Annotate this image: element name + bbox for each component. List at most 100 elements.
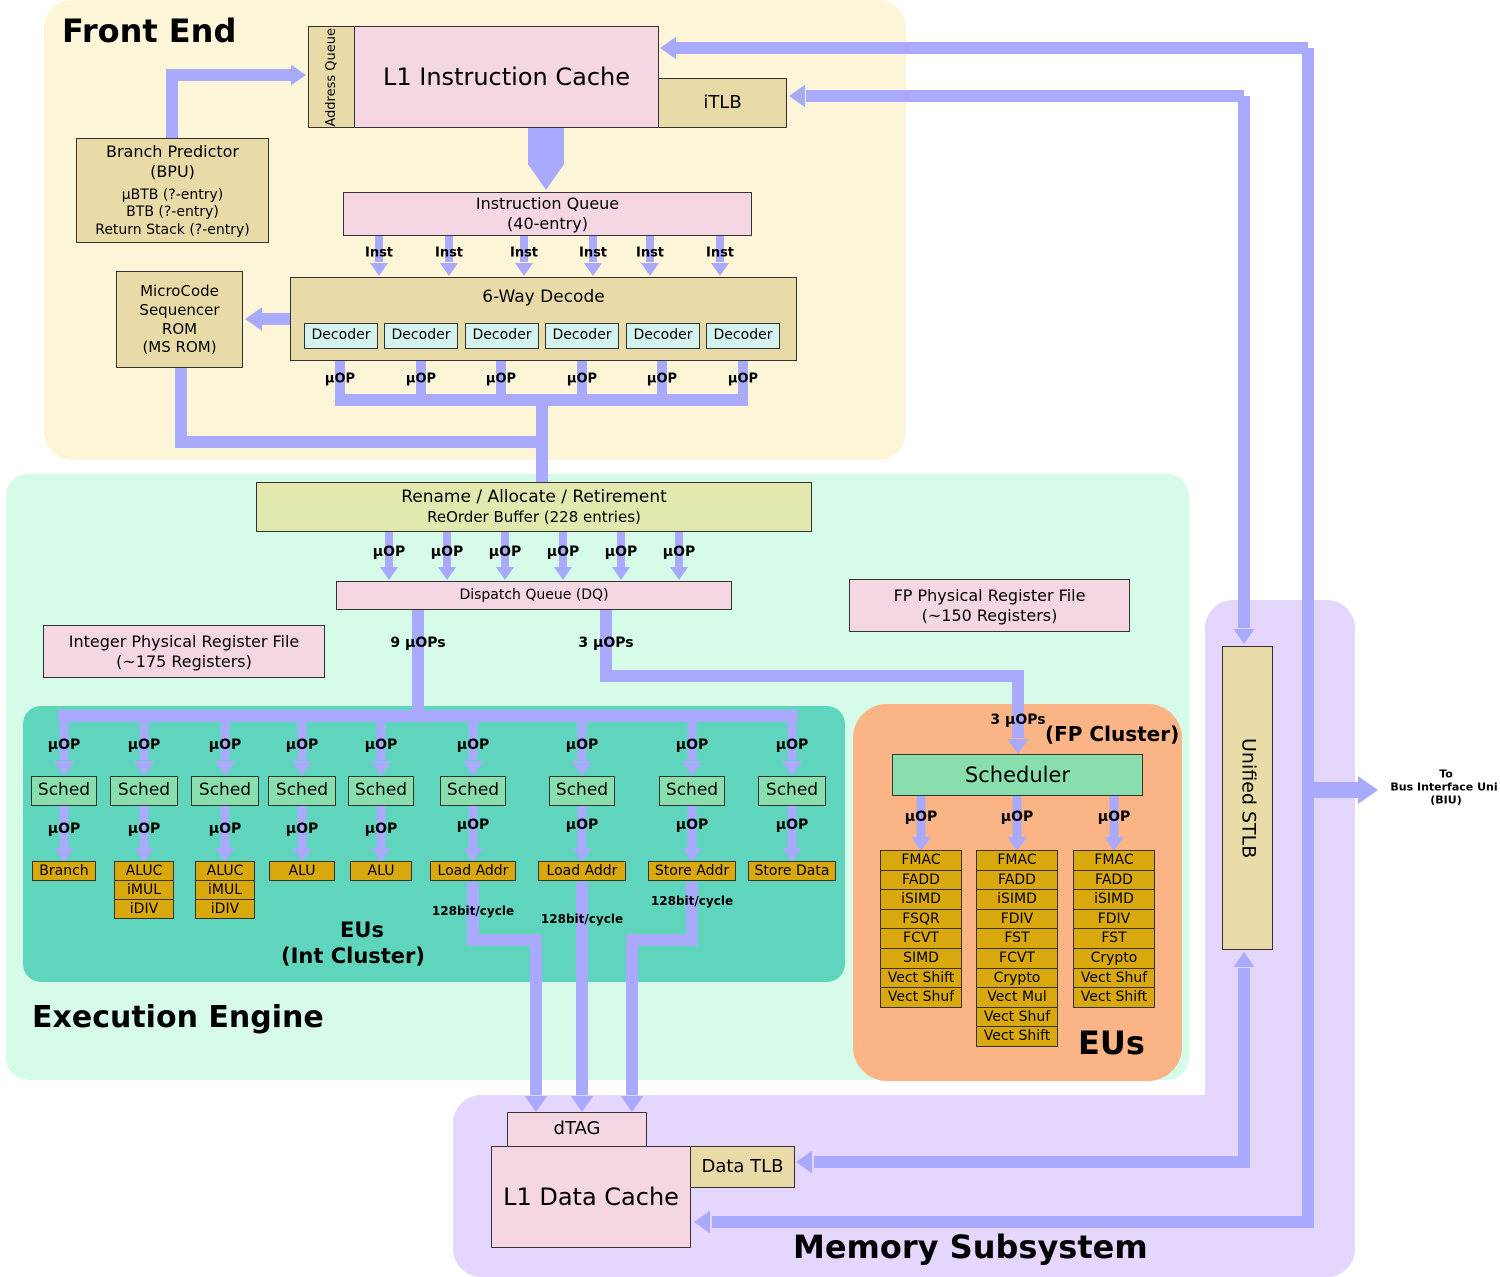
- bpu-line: µBTB (?-entry): [121, 186, 224, 203]
- arrow-head: [1358, 776, 1378, 804]
- uop-label: µOP: [364, 821, 398, 837]
- int-scheduler: Sched: [268, 776, 336, 806]
- bpu-line: BTB (?-entry): [126, 204, 219, 221]
- uop-label: µOP: [775, 817, 809, 833]
- l1-data-cache-label: L1 Data Cache: [503, 1183, 679, 1211]
- uop-label: µOP: [675, 817, 709, 833]
- decoder: Decoder: [545, 323, 619, 349]
- decoder-label: Decoder: [633, 327, 693, 344]
- itlb-label: iTLB: [703, 91, 742, 113]
- uop-label: µOP: [646, 371, 678, 387]
- fp-uops-label: 3 µOPs: [578, 635, 634, 651]
- exec-unit: Load Addr: [538, 861, 626, 881]
- exec-unit: iMUL: [195, 880, 255, 900]
- sched-label: Sched: [354, 780, 408, 801]
- uop-label: µOP: [208, 737, 242, 753]
- int-scheduler: Sched: [549, 776, 615, 806]
- fp-exec-unit: FADD: [976, 869, 1058, 891]
- uop-label: µOP: [285, 821, 319, 837]
- fp-prf-subtitle: (~150 Registers): [921, 605, 1058, 625]
- uop-label: µOP: [566, 371, 598, 387]
- bpu-subtitle: (BPU): [150, 161, 195, 181]
- fp-exec-unit: iSIMD: [976, 889, 1058, 910]
- exec-unit: iDIV: [195, 899, 255, 919]
- int-exec-unit-stack: Store Addr: [648, 861, 736, 881]
- inst-label: Inst: [434, 245, 464, 261]
- decoder: Decoder: [384, 323, 458, 349]
- execution-engine-title: Execution Engine: [32, 1000, 324, 1035]
- int-scheduler: Sched: [758, 776, 826, 806]
- memory-subsystem-title: Memory Subsystem: [793, 1228, 1148, 1266]
- fp-exec-unit: FDIV: [976, 908, 1058, 930]
- decoder-label: Decoder: [472, 327, 532, 344]
- sched-label: Sched: [555, 780, 609, 801]
- rename-allocate-retirement: Rename / Allocate / Retirement ReOrder B…: [256, 482, 812, 532]
- itlb: iTLB: [658, 78, 787, 128]
- inst-label: Inst: [509, 245, 539, 261]
- uop-label: µOP: [285, 737, 319, 753]
- microcode-sequencer-rom: MicroCode Sequencer ROM (MS ROM): [116, 271, 243, 368]
- fp-exec-unit: FCVT: [880, 928, 962, 949]
- inst-label: Inst: [635, 245, 665, 261]
- uop-label: µOP: [485, 371, 517, 387]
- exec-unit: ALU: [350, 861, 412, 881]
- rename-title: Rename / Allocate / Retirement: [401, 487, 667, 507]
- uop-label: µOP: [127, 737, 161, 753]
- fp-exec-unit: FADD: [880, 869, 962, 891]
- uop-label: µOP: [662, 544, 696, 560]
- uop-label: µOP: [1000, 809, 1034, 825]
- dtag-label: dTAG: [553, 1118, 601, 1140]
- uop-label: µOP: [456, 817, 490, 833]
- int-scheduler: Sched: [110, 776, 178, 806]
- decoder-label: Decoder: [713, 327, 773, 344]
- sched-label: Sched: [198, 780, 252, 801]
- uop-label: µOP: [127, 821, 161, 837]
- fp-exec-unit: iSIMD: [1073, 889, 1155, 910]
- data-tlb-label: Data TLB: [701, 1155, 784, 1177]
- dispatch-queue: Dispatch Queue (DQ): [336, 581, 732, 610]
- exec-unit: ALU: [269, 861, 335, 881]
- fp-exec-unit: FCVT: [976, 947, 1058, 969]
- exec-unit: iMUL: [114, 880, 174, 900]
- int-scheduler: Sched: [348, 776, 414, 806]
- int-exec-unit-stack: Load Addr: [538, 861, 626, 881]
- uop-label: µOP: [456, 737, 490, 753]
- decode-title: 6-Way Decode: [482, 287, 605, 307]
- decoder-label: Decoder: [552, 327, 612, 344]
- uop-label: µOP: [565, 817, 599, 833]
- inst-label: Inst: [578, 245, 608, 261]
- fp-exec-unit: Vect Shuf: [976, 1006, 1058, 1028]
- fp-exec-unit: FMAC: [976, 850, 1058, 871]
- inst-label: Inst: [705, 245, 735, 261]
- sched-label: Sched: [446, 780, 500, 801]
- uop-label: µOP: [324, 371, 356, 387]
- int-scheduler: Sched: [31, 776, 97, 806]
- fp-register-file: FP Physical Register File (~150 Register…: [849, 579, 1130, 632]
- fp-exec-unit: Crypto: [1073, 947, 1155, 969]
- decoder: Decoder: [304, 323, 378, 349]
- address-queue: Address Queue: [308, 26, 355, 128]
- biu-line: To: [1439, 767, 1453, 781]
- sched-label: Sched: [765, 780, 819, 801]
- decoder: Decoder: [465, 323, 539, 349]
- exec-unit: Store Data: [748, 861, 836, 881]
- fp-exec-unit: FDIV: [1073, 908, 1155, 930]
- sched-label: Sched: [37, 780, 91, 801]
- fp-exec-unit: Vect Shuf: [880, 987, 962, 1008]
- bandwidth-label: 128bit/cycle: [650, 894, 734, 908]
- exec-unit: ALUC: [195, 861, 255, 881]
- uop-label: µOP: [727, 371, 759, 387]
- fp-eus-title: EUs: [1078, 1024, 1145, 1062]
- uop-label: µOP: [604, 544, 638, 560]
- dispatch-queue-label: Dispatch Queue (DQ): [459, 586, 609, 603]
- int-uops-label: 9 µOPs: [390, 635, 446, 651]
- bpu-title: Branch Predictor: [106, 141, 239, 161]
- msrom-line: Sequencer: [139, 300, 220, 319]
- uop-label: µOP: [488, 544, 522, 560]
- int-scheduler: Sched: [440, 776, 506, 806]
- bandwidth-label: 128bit/cycle: [431, 904, 515, 918]
- uop-label: µOP: [775, 737, 809, 753]
